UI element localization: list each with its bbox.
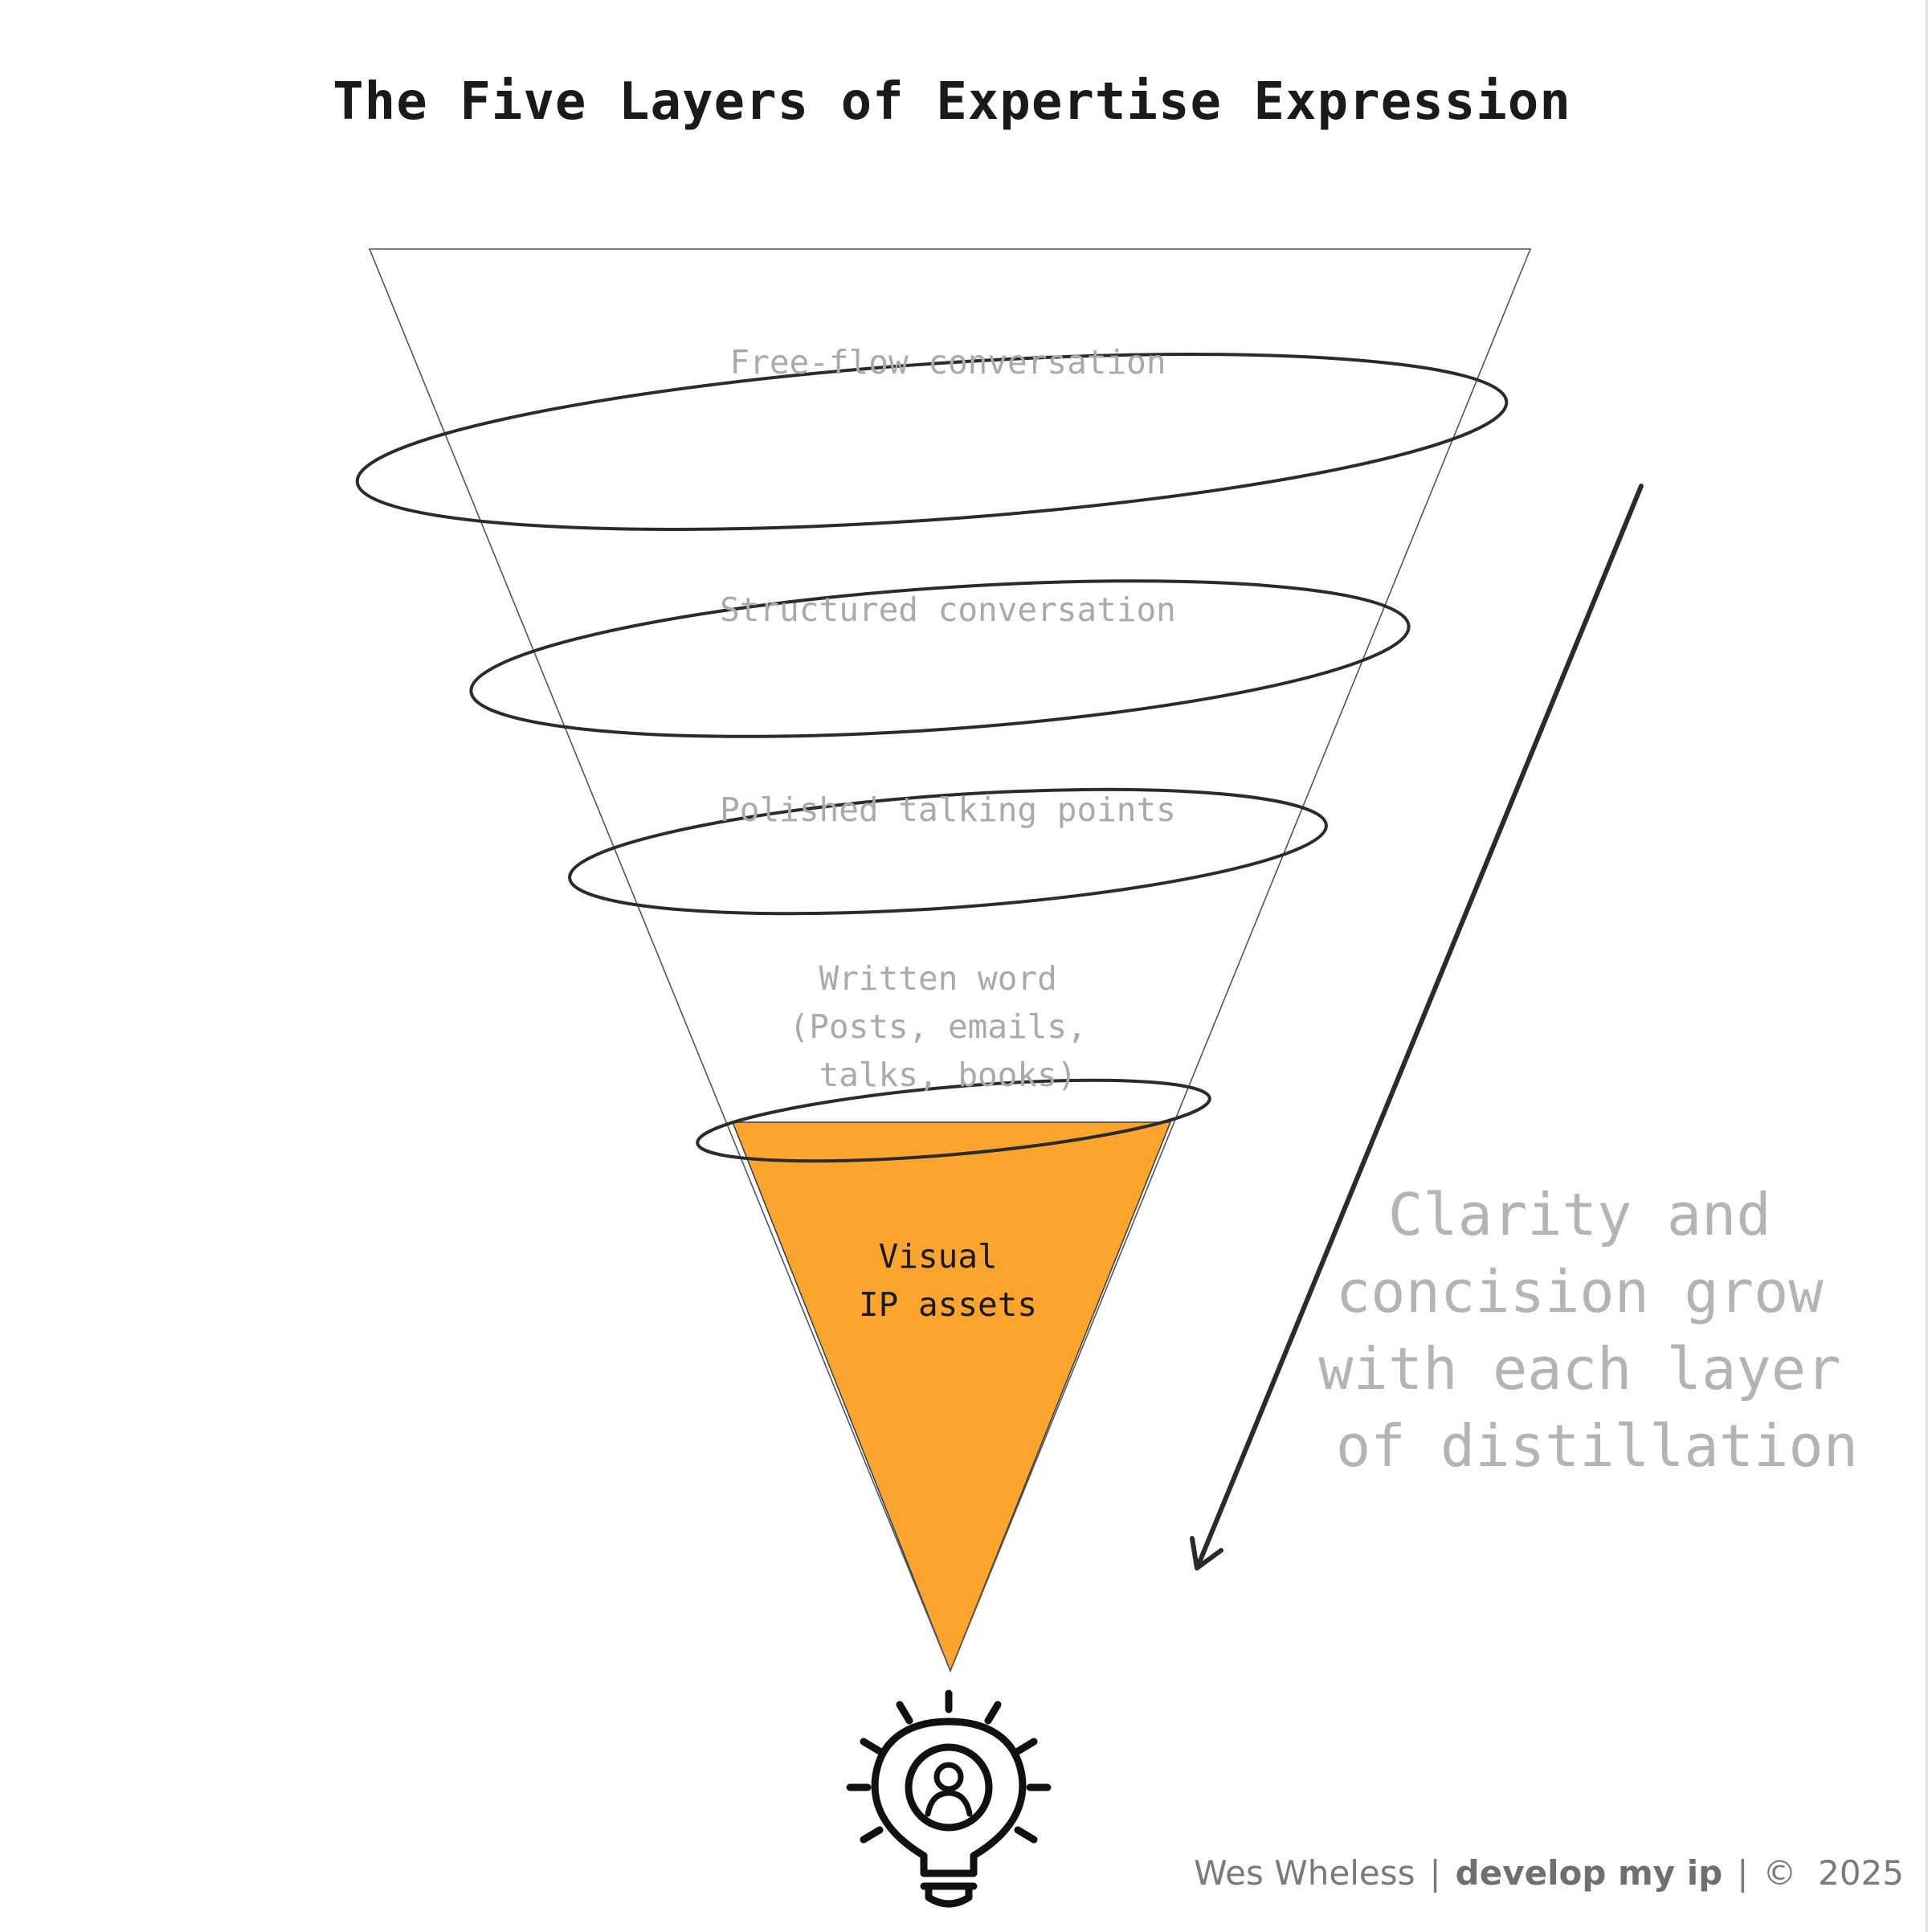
layer-label-written-word: Written word (Posts, emails, talks, book… (790, 959, 1107, 1094)
footer-credit: Wes Wheless | develop my ip | © 2025 (1194, 1853, 1904, 1893)
swirl-ring-2 (469, 579, 1411, 738)
swirl-ring-3 (568, 787, 1328, 916)
copyright-icon: © (1763, 1853, 1797, 1893)
footer-brand: develop my ip (1455, 1853, 1723, 1893)
layer-label-visual-ip: Visual IP assets (859, 1237, 1037, 1324)
funnel-outline (368, 248, 1532, 1673)
footer-year: 2025 (1818, 1853, 1904, 1893)
layer-label-polished: Polished talking points (720, 790, 1176, 829)
layer-label-free-flow: Free-flow conversation (729, 343, 1166, 382)
footer-separator: | (1429, 1853, 1441, 1893)
layer-label-structured: Structured conversation (720, 590, 1176, 629)
footer-author: Wes Wheless (1194, 1853, 1415, 1893)
swirl-ring-4 (696, 1078, 1211, 1163)
funnel-tip-highlight (731, 1121, 1172, 1673)
side-note: Clarity and concision grow with each lay… (1318, 1181, 1876, 1480)
lightbulb-person-icon (846, 1689, 1052, 1908)
page-edge (1926, 0, 1928, 1932)
footer-separator: | (1737, 1853, 1749, 1893)
arrow-down-left-icon (1190, 484, 1644, 1571)
swirl-ring-1 (355, 353, 1509, 531)
page-title: The Five Layers of Expertise Expression (333, 72, 1571, 132)
